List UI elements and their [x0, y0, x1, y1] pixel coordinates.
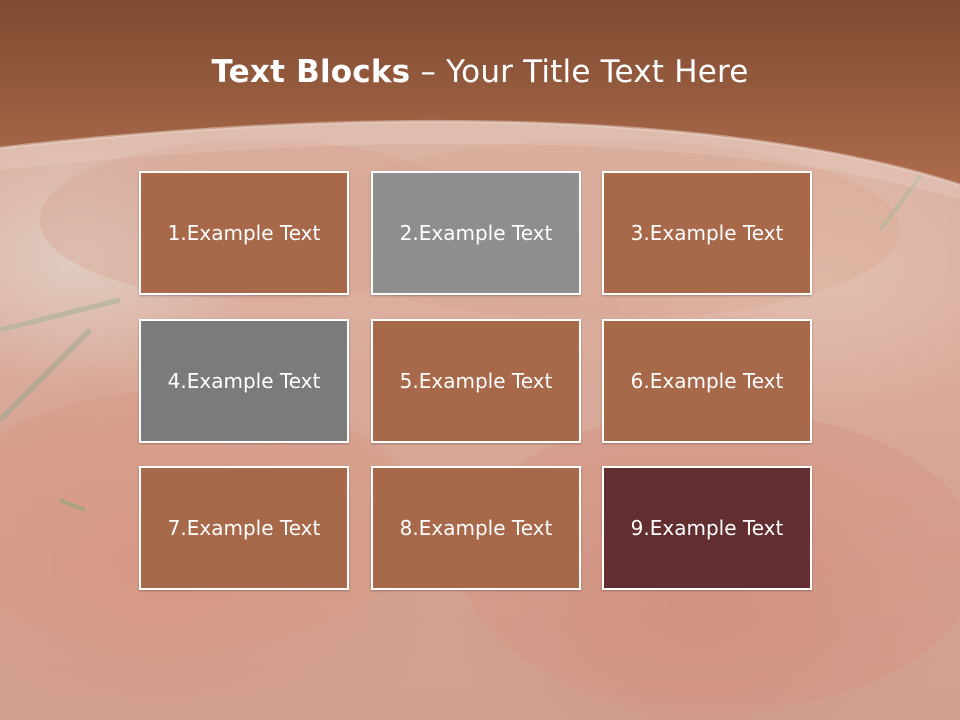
title-regular-text: Your Title Text Here [446, 54, 749, 90]
text-block-3[interactable]: 3.Example Text [602, 171, 812, 295]
text-block-8[interactable]: 8.Example Text [371, 466, 581, 590]
title-dash: – [420, 54, 437, 90]
text-block-6[interactable]: 6.Example Text [602, 319, 812, 443]
text-block-label: 3.Example Text [630, 221, 784, 245]
text-block-label: 8.Example Text [399, 516, 553, 540]
text-block-label: 1.Example Text [167, 221, 321, 245]
text-block-label: 5.Example Text [399, 369, 553, 393]
text-block-label: 2.Example Text [399, 221, 553, 245]
text-block-label: 6.Example Text [630, 369, 784, 393]
text-block-5[interactable]: 5.Example Text [371, 319, 581, 443]
text-block-1[interactable]: 1.Example Text [139, 171, 349, 295]
text-block-label: 7.Example Text [167, 516, 321, 540]
text-block-7[interactable]: 7.Example Text [139, 466, 349, 590]
header-band [0, 0, 960, 200]
text-block-2[interactable]: 2.Example Text [371, 171, 581, 295]
text-block-label: 4.Example Text [167, 369, 321, 393]
text-block-4[interactable]: 4.Example Text [139, 319, 349, 443]
text-block-9[interactable]: 9.Example Text [602, 466, 812, 590]
slide-title: Text Blocks – Your Title Text Here [0, 54, 960, 90]
text-block-label: 9.Example Text [630, 516, 784, 540]
title-bold-text: Text Blocks [211, 54, 411, 90]
